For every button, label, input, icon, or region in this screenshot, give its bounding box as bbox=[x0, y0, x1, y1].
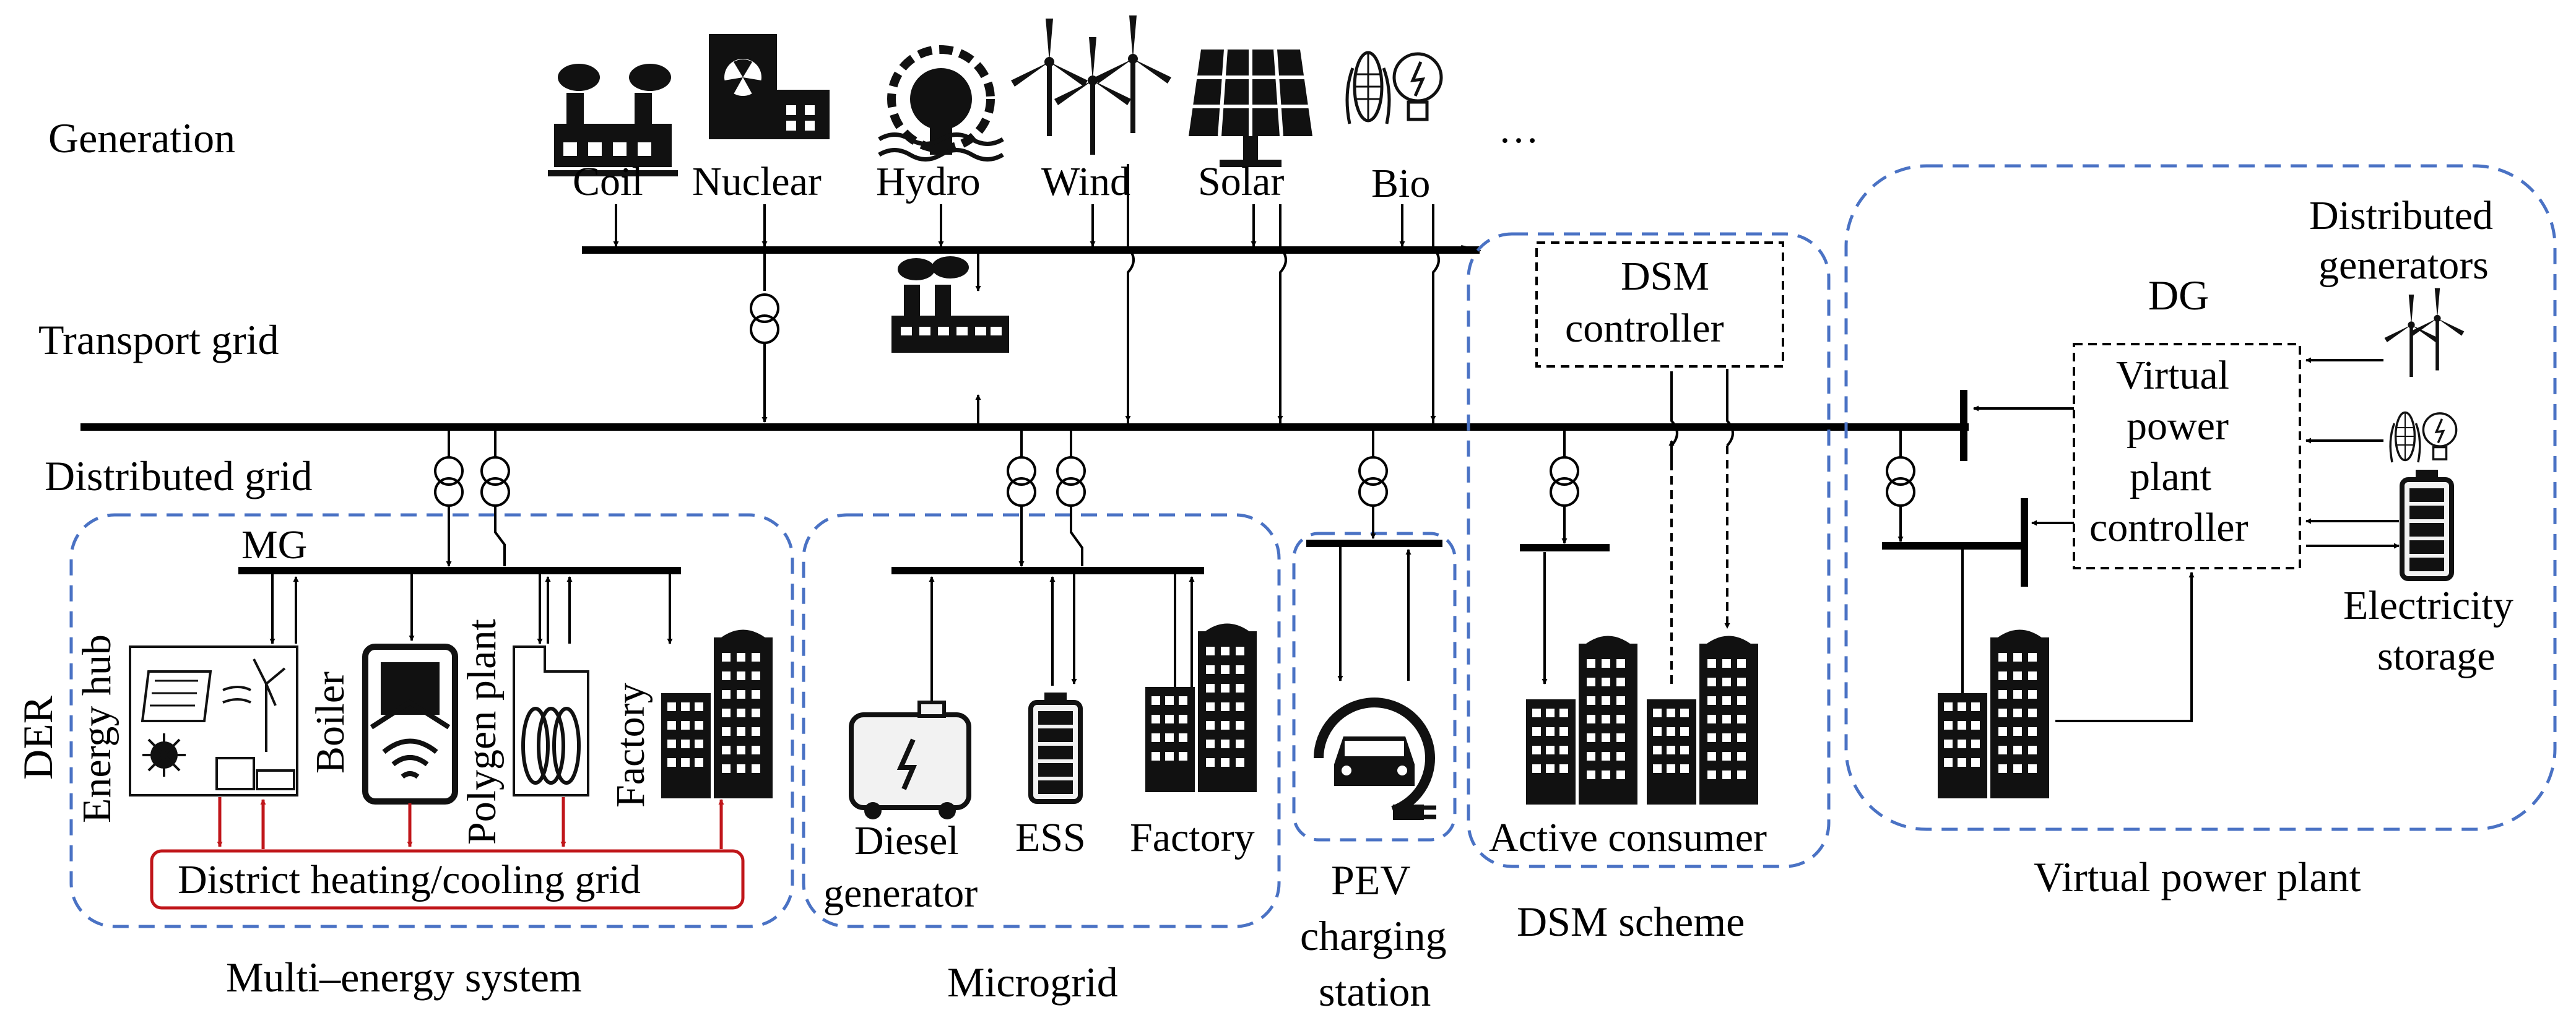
transformer-icon bbox=[1358, 456, 1388, 507]
region-microgrid bbox=[802, 513, 1281, 928]
label-pev-1: PEV bbox=[1331, 857, 1410, 904]
transformer-icon bbox=[1056, 456, 1086, 507]
building-icon bbox=[1145, 623, 1257, 792]
transformer-icon bbox=[434, 456, 464, 507]
industrial-plant-icon bbox=[891, 256, 1009, 353]
hydro-plant-icon bbox=[878, 45, 1004, 162]
label-dg: DG bbox=[2148, 272, 2209, 319]
label-pev-2: charging bbox=[1300, 912, 1447, 959]
label-diesel-2: generator bbox=[823, 871, 978, 916]
label-active-consumer: Active consumer bbox=[1489, 815, 1767, 860]
label-factory-mg: Factory bbox=[1130, 815, 1255, 860]
transformer-icon bbox=[1007, 456, 1036, 507]
building-icon bbox=[1647, 636, 1758, 805]
source-nuclear: Nuclear bbox=[692, 159, 822, 204]
region-multi-energy bbox=[69, 513, 794, 928]
transformer-icon bbox=[1550, 456, 1579, 507]
label-electricity-storage-1: Electricity bbox=[2343, 583, 2513, 628]
source-more: … bbox=[1498, 106, 1539, 152]
bio-energy-icon bbox=[1347, 53, 1441, 124]
smart-home-icon bbox=[362, 644, 458, 805]
label-vpp-controller-4: controller bbox=[2089, 505, 2249, 550]
label-boiler: Boiler bbox=[308, 671, 353, 774]
wind-turbine-icon bbox=[2385, 288, 2465, 378]
dsm-controller-box bbox=[1535, 241, 1784, 368]
polygen-plant-icon bbox=[513, 645, 589, 796]
region-vpp bbox=[1844, 164, 2557, 831]
wind-turbine-icon bbox=[1011, 15, 1171, 155]
source-hydro: Hydro bbox=[876, 159, 981, 204]
vpp-controller-box bbox=[2073, 343, 2301, 569]
label-electricity-storage-2: storage bbox=[2377, 634, 2496, 679]
transformer-icon bbox=[480, 456, 510, 507]
ess-battery-icon bbox=[1031, 693, 1080, 801]
label-distributed-gen-2: generators bbox=[2318, 243, 2489, 288]
transformer-icon bbox=[750, 293, 779, 344]
label-dsm-controller-2: controller bbox=[1565, 306, 1724, 351]
building-icon bbox=[1938, 629, 2049, 798]
bio-energy-icon bbox=[2389, 411, 2458, 464]
diesel-generator-icon bbox=[849, 701, 971, 819]
label-district-heating: District heating/cooling grid bbox=[178, 857, 641, 902]
label-distributed-grid: Distributed grid bbox=[45, 452, 313, 499]
label-pev-3: station bbox=[1319, 968, 1431, 1015]
ev-charging-icon bbox=[1314, 697, 1436, 820]
solar-panel-icon bbox=[1189, 49, 1312, 167]
building-icon bbox=[1526, 636, 1637, 805]
label-distributed-gen-1: Distributed bbox=[2309, 193, 2493, 238]
building-icon bbox=[661, 629, 773, 798]
label-polygen-plant: Polygen plant bbox=[459, 619, 505, 845]
title-microgrid: Microgrid bbox=[947, 959, 1118, 1006]
label-mg: MG bbox=[241, 522, 307, 568]
label-der: DER bbox=[14, 695, 61, 780]
title-multi-energy: Multi–energy system bbox=[226, 954, 582, 1001]
region-dsm bbox=[1467, 232, 1831, 868]
source-solar: Solar bbox=[1198, 159, 1284, 204]
label-energy-hub: Energy hub bbox=[74, 634, 119, 823]
district-heating-grid bbox=[150, 849, 745, 910]
source-wind: Wind bbox=[1041, 159, 1130, 204]
label-vpp-controller-1: Virtual bbox=[2116, 353, 2229, 398]
label-dsm-controller-1: DSM bbox=[1621, 254, 1709, 299]
label-transport-grid: Transport grid bbox=[38, 316, 279, 363]
label-generation: Generation bbox=[48, 114, 235, 162]
label-diesel-1: Diesel bbox=[854, 818, 959, 863]
title-dsm-scheme: DSM scheme bbox=[1517, 898, 1745, 945]
storage-battery-icon bbox=[2402, 470, 2452, 579]
transformer-icon bbox=[1886, 456, 1915, 507]
label-vpp-controller-3: plant bbox=[2130, 454, 2211, 499]
label-factory-mes: Factory bbox=[608, 683, 653, 808]
nuclear-plant-icon bbox=[709, 34, 830, 139]
energy-hub-icon bbox=[129, 645, 298, 796]
label-ess: ESS bbox=[1015, 815, 1086, 860]
coal-plant-icon bbox=[548, 64, 678, 176]
label-vpp-controller-2: power bbox=[2127, 404, 2229, 449]
region-pev bbox=[1292, 532, 1457, 842]
title-vpp: Virtual power plant bbox=[2034, 853, 2361, 900]
source-bio: Bio bbox=[1371, 161, 1430, 206]
source-coil: Coil bbox=[573, 159, 643, 204]
